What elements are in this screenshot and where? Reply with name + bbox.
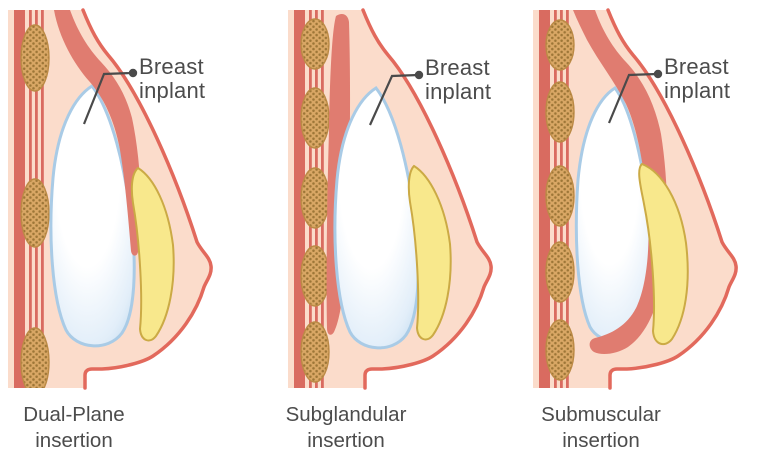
breast-implant-label: Breast inplant xyxy=(425,56,491,104)
leader-dot xyxy=(653,69,663,79)
pectoral-muscle xyxy=(54,10,141,256)
mammary-gland-shape xyxy=(130,166,175,342)
chest-wall xyxy=(14,10,50,388)
anatomy-illustration-submuscular xyxy=(533,8,738,390)
caption-submuscular: Submuscular insertion xyxy=(501,402,701,454)
mammary-gland-shape xyxy=(638,162,689,346)
chest-muscle-band xyxy=(294,10,305,388)
rib xyxy=(545,241,575,303)
leader-line xyxy=(607,72,658,124)
rib xyxy=(300,245,330,307)
rib xyxy=(545,165,575,227)
rib xyxy=(545,19,575,71)
chest-muscle-band xyxy=(539,10,550,388)
panel-submuscular: Breast inplant Submuscular insertion xyxy=(529,0,768,459)
breast-implant-label: Breast inplant xyxy=(139,55,205,103)
caption-dual-plane-line1: Dual-Plane xyxy=(23,403,125,426)
caption-submuscular-line2: insertion xyxy=(562,429,640,452)
breast-implant-label-line2: inplant xyxy=(425,79,492,104)
pectoral-muscle xyxy=(573,10,668,355)
rib xyxy=(20,178,50,248)
rib xyxy=(20,24,50,92)
breast-implant-label-line1: Breast xyxy=(664,54,729,79)
breast-contour-outline xyxy=(81,8,213,390)
anatomy-illustration-subglandular xyxy=(288,8,493,390)
rib xyxy=(300,321,330,383)
chest-wall xyxy=(539,10,575,388)
mammary-gland-shape xyxy=(407,164,452,341)
caption-subglandular: Subglandular insertion xyxy=(246,402,446,454)
breast-implant-label: Breast inplant xyxy=(664,55,730,103)
panel-dual-plane: Breast inplant Dual-Plane insertion xyxy=(4,0,244,459)
chest-wall xyxy=(294,10,330,388)
leader-line xyxy=(82,71,133,125)
panel-subglandular: Breast inplant Subglandular insertion xyxy=(284,0,524,459)
rib xyxy=(545,81,575,143)
leader-dot xyxy=(414,70,424,80)
breast-implant-label-line1: Breast xyxy=(139,54,204,79)
caption-dual-plane: Dual-Plane insertion xyxy=(0,402,174,454)
caption-submuscular-line1: Submuscular xyxy=(541,403,661,426)
leader-dot xyxy=(128,68,138,78)
anatomy-illustration-dual-plane xyxy=(8,8,213,390)
breast-implant-label-line2: inplant xyxy=(664,78,731,103)
chest-muscle-band xyxy=(14,10,25,388)
caption-subglandular-line2: insertion xyxy=(307,429,385,452)
rib xyxy=(300,167,330,229)
breast-contour-outline xyxy=(606,8,738,390)
breast-contour-outline xyxy=(361,8,493,390)
rib xyxy=(20,327,50,388)
rib xyxy=(300,87,330,149)
caption-subglandular-line1: Subglandular xyxy=(285,403,407,426)
leader-line xyxy=(368,73,419,126)
caption-dual-plane-line2: insertion xyxy=(35,429,113,452)
breast-implant-label-line2: inplant xyxy=(139,78,206,103)
rib xyxy=(300,18,330,70)
breast-implant-label-line1: Breast xyxy=(425,55,490,80)
rib xyxy=(545,319,575,381)
